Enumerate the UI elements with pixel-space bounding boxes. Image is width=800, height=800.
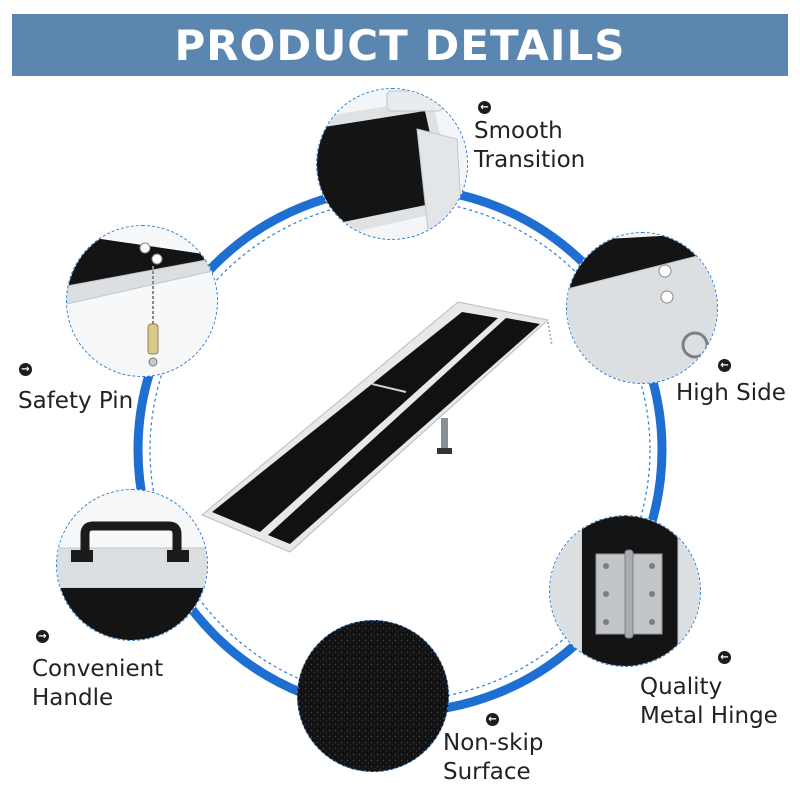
smooth-transition-detail <box>317 89 467 239</box>
feature-non-skip-surface: Non-skip Surface <box>443 729 543 787</box>
feature-label: Convenient <box>32 656 164 682</box>
bubble-safety-pin <box>66 225 218 377</box>
feature-label: Surface <box>443 759 531 785</box>
high-side-detail <box>567 233 717 383</box>
ramp-panel-left <box>212 312 498 532</box>
ramp-fold-seam <box>371 383 407 393</box>
ramp-panel-right <box>268 318 540 544</box>
safety-pin-detail <box>67 226 217 376</box>
page-title: PRODUCT DETAILS <box>174 20 626 70</box>
feature-label: Quality <box>640 674 723 700</box>
feature-high-side: High Side <box>676 379 786 408</box>
feature-label: Handle <box>32 685 114 711</box>
arrow-left-circle-icon: ← <box>718 651 731 664</box>
bubble-high-side <box>566 232 718 384</box>
convenient-handle-detail <box>57 490 207 640</box>
bubble-quality-metal-hinge <box>549 515 701 667</box>
non-skip-surface-detail <box>298 621 448 771</box>
ramp-foot <box>437 448 452 454</box>
ramp-chain <box>547 321 553 347</box>
feature-smooth-transition: Smooth Transition <box>474 117 585 175</box>
quality-metal-hinge-detail <box>550 516 700 666</box>
header-banner: PRODUCT DETAILS <box>12 14 788 76</box>
arrow-left-circle-icon: ← <box>718 359 731 372</box>
feature-quality-metal-hinge: Quality Metal Hinge <box>640 673 778 731</box>
bubble-smooth-transition <box>316 88 468 240</box>
bubble-convenient-handle <box>56 489 208 641</box>
feature-safety-pin: Safety Pin <box>18 387 133 416</box>
feature-label: Non-skip <box>443 730 544 756</box>
bubble-non-skip-surface <box>297 620 449 772</box>
arrow-left-circle-icon: ← <box>478 101 491 114</box>
ramp-support-leg <box>441 418 448 452</box>
arrow-right-circle-icon: → <box>36 630 49 643</box>
feature-label: Safety Pin <box>18 388 134 414</box>
feature-label: Smooth <box>474 118 563 144</box>
feature-label: Metal Hinge <box>640 703 778 729</box>
feature-label: High Side <box>676 380 786 406</box>
feature-convenient-handle: Convenient Handle <box>32 655 163 713</box>
arrow-right-circle-icon: → <box>19 363 32 376</box>
feature-label: Transition <box>474 147 586 173</box>
arrow-left-circle-icon: ← <box>486 713 499 726</box>
